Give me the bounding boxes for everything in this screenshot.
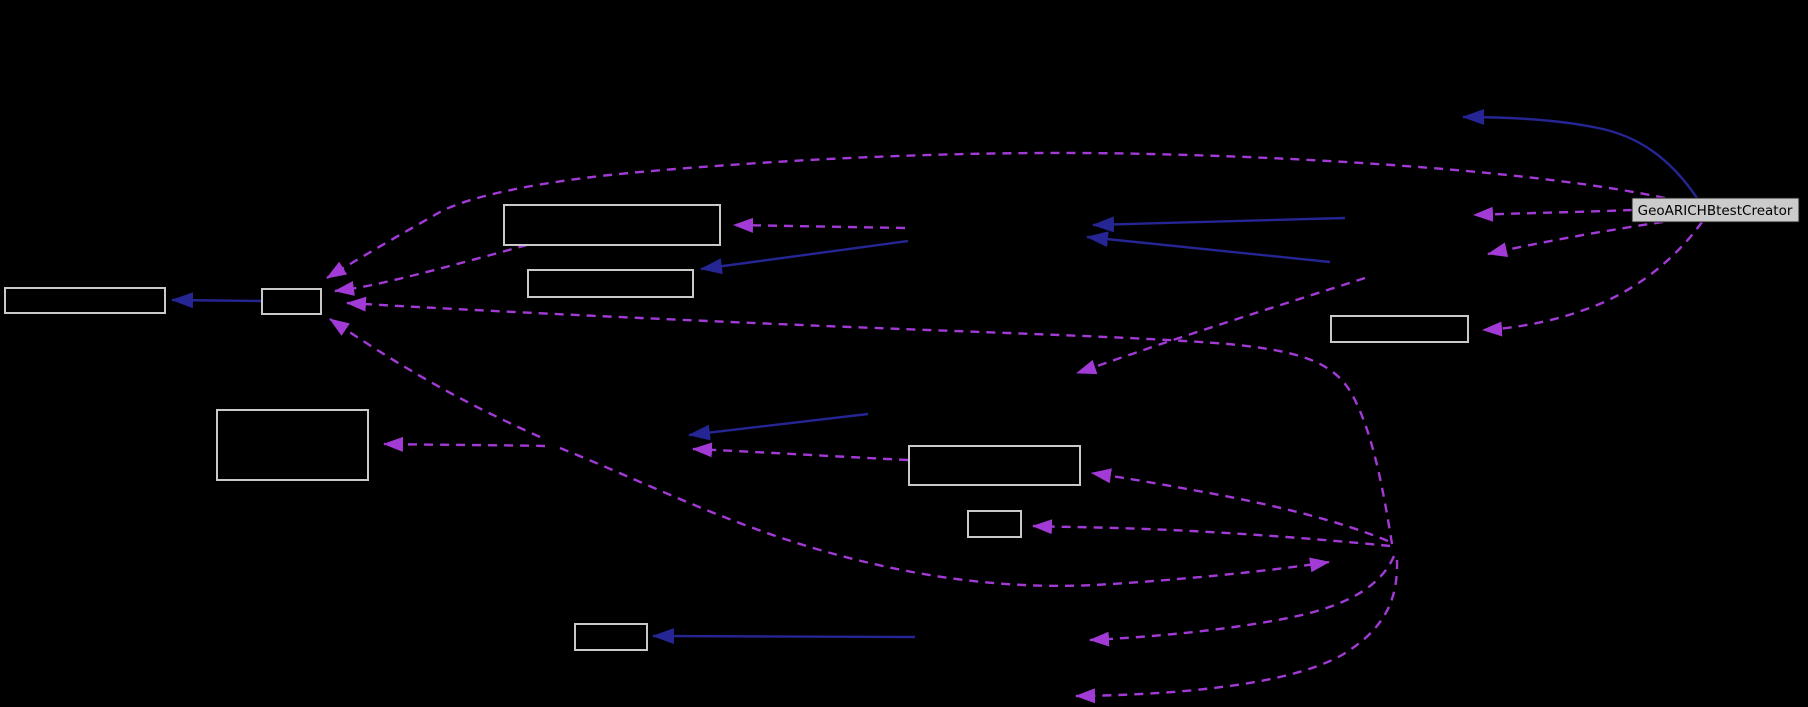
inheritance-edge-creator-curve [1462,109,1698,199]
usage-edge-top-long-curve [326,151,1666,280]
usage-edge-to-box1 [733,217,906,233]
main-class-node-rect[interactable] [1631,197,1800,223]
inheritance-edges [171,109,1698,645]
usage-edge-hub-bottom [1075,559,1399,704]
class-node-box2[interactable] [527,269,694,298]
inheritance-edge-to-bottom-box [652,628,916,645]
class-node-tall-box[interactable] [216,409,369,481]
usage-edge-creator-lower-left [1487,220,1664,258]
main-class-node[interactable]: GeoARICHBtestCreator [1631,197,1800,223]
inheritance-edge-upper-1 [1092,216,1346,233]
usage-edge-creator-to-right-box [1482,221,1703,337]
class-node-hub-box[interactable] [261,288,322,315]
class-node-mid-box[interactable] [908,445,1081,486]
class-node-small-box2[interactable] [967,510,1022,538]
inheritance-edge-upper-2 [1086,231,1331,264]
class-nodes [4,204,1469,651]
class-node-right-box[interactable] [1330,315,1469,343]
inheritance-edge-hubbox-to-leftbox [171,292,263,309]
usage-edge-hub-lower-left [1089,555,1396,647]
usage-edge-hub-to-midbox [1091,468,1389,543]
usage-edge-midbox-left [692,442,909,462]
usage-edge-hub-to-smallbox2 [1032,519,1391,548]
usage-edge-diagonal-mid [1076,276,1366,375]
usage-edge-to-tall-box [383,436,546,452]
class-node-left[interactable] [4,287,166,314]
inheritance-edge-to-box2 [700,239,909,275]
usage-edge-creator-left [1473,206,1633,222]
inheritance-edge-mid [688,412,869,441]
main-class-node-label: GeoARICHBtestCreator [1638,203,1793,219]
class-node-bottom-box[interactable] [574,623,648,651]
usage-edges [326,151,1703,704]
usage-edge-swoop-to-hub [559,446,1330,588]
class-node-box1[interactable] [503,204,721,246]
usage-edge-box1-to-hub-box [334,243,528,296]
usage-edge-long-sweep-to-hub-box [346,296,1394,545]
usage-edge-diagonal-to-hub-box-bottom [329,318,541,439]
